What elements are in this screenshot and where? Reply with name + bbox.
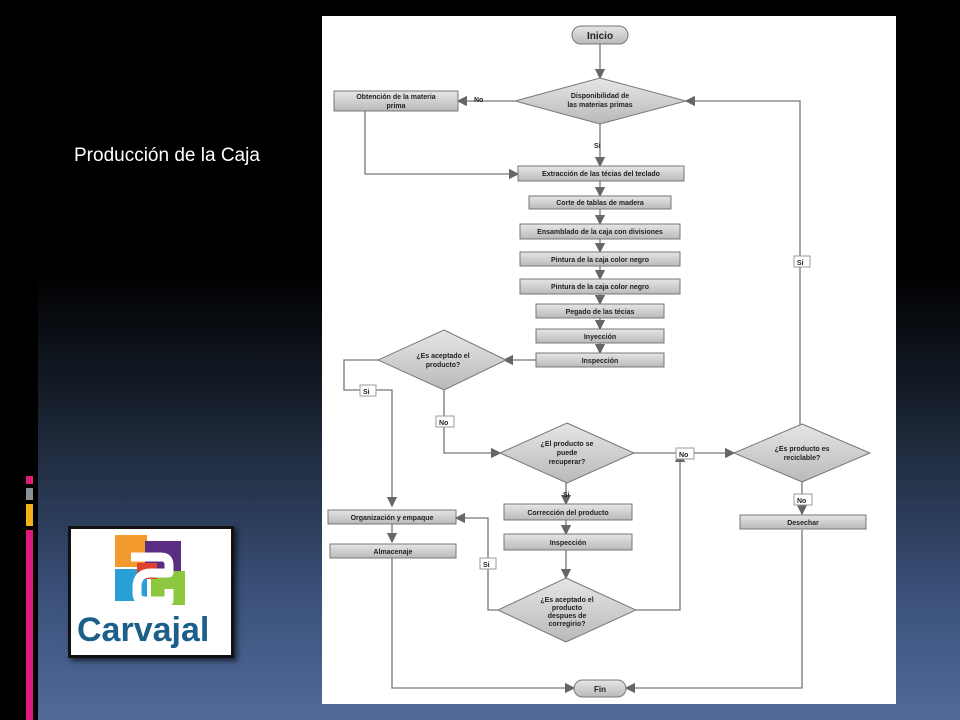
- svg-text:Si: Si: [363, 389, 370, 396]
- svg-text:No: No: [797, 498, 806, 505]
- deco-block-pink: [26, 476, 33, 484]
- svg-text:No: No: [679, 452, 688, 459]
- start-label: Inicio: [587, 31, 613, 42]
- label-no-aceptado: No: [435, 415, 455, 428]
- decision-materias: Disponibilidad de las materias primas: [513, 77, 688, 125]
- step-3: Ensamblado de la caja con divisiones: [519, 223, 681, 240]
- slide-title: Producción de la Caja: [74, 145, 260, 166]
- step-4-label: Pintura de la caja color negro: [551, 257, 649, 264]
- step-1: Extracción de las técias del teclado: [517, 165, 685, 182]
- deco-block-yellow: [26, 504, 33, 526]
- decision-aceptado-line1: ¿Es aceptado el: [416, 353, 469, 360]
- logo-wordmark: Carvajal: [77, 611, 209, 649]
- decision-aceptado: ¿Es aceptado el producto?: [376, 329, 508, 391]
- start-node: Inicio: [571, 25, 629, 45]
- flowchart-panel: Inicio Disponibilidad de las materias pr…: [322, 16, 896, 704]
- step-5-label: Pintura de la caja color negro: [551, 284, 649, 291]
- step-7: Inyección: [535, 328, 665, 344]
- step-6-label: Pegado de las técias: [566, 309, 635, 316]
- almacenaje-label: Almacenaje: [374, 549, 413, 556]
- step-7-label: Inyección: [584, 334, 616, 341]
- label-no-recuperar: No: [675, 447, 695, 460]
- desechar-box: Desechar: [739, 514, 867, 530]
- step-2: Corte de tablas de madera: [528, 195, 672, 210]
- decision-despues: ¿Es aceptado el producto despues de corr…: [496, 577, 638, 643]
- label-si-materias: Si: [594, 143, 601, 150]
- decision-materias-line1: Disponibilidad de: [571, 93, 629, 100]
- flowchart-svg: Inicio Disponibilidad de las materias pr…: [327, 25, 872, 698]
- logo-square-orange: [115, 535, 147, 567]
- decision-aceptado-line2: producto?: [426, 362, 461, 369]
- svg-text:Si: Si: [797, 260, 804, 267]
- carvajal-logo: Carvajal: [68, 526, 234, 658]
- decision-reciclable: ¿Es producto es reciclable?: [732, 423, 872, 483]
- deco-block-magenta: [26, 530, 33, 720]
- obtencion-line2: prima: [386, 103, 405, 110]
- decision-materias-line2: las materias primas: [567, 102, 632, 109]
- decision-despues-line2: producto: [552, 605, 582, 612]
- almacenaje-box: Almacenaje: [329, 543, 457, 559]
- decision-despues-line3: despues de: [548, 613, 587, 620]
- inspeccion2-label: Inspección: [550, 540, 587, 547]
- decision-reciclable-line2: reciclable?: [784, 455, 821, 462]
- step-8: Inspección: [535, 352, 665, 368]
- organizacion-box: Organización y empaque: [327, 509, 457, 525]
- label-no-reciclable: No: [793, 493, 813, 506]
- decision-recuperar-line2: puede: [557, 450, 578, 457]
- label-si-aceptado: Si: [359, 384, 377, 397]
- label-si-recuperar: Si: [563, 492, 570, 499]
- end-node: Fin: [573, 679, 627, 698]
- step-4: Pintura de la caja color negro: [519, 251, 681, 267]
- decision-recuperar: ¿El producto se puede recuperar?: [498, 422, 636, 484]
- step-1-label: Extracción de las técias del teclado: [542, 171, 660, 178]
- label-si-despues: Si: [479, 557, 497, 570]
- correccion-box: Corrección del producto: [503, 503, 633, 521]
- step-8-label: Inspección: [582, 358, 619, 365]
- obtencion-box: Obtención de la materia prima: [333, 90, 459, 112]
- inspeccion2-box: Inspección: [503, 533, 633, 551]
- decision-despues-line4: corregirio?: [549, 621, 586, 628]
- svg-text:Si: Si: [483, 562, 490, 569]
- connectors: [343, 44, 808, 694]
- decision-recuperar-line3: recuperar?: [549, 459, 586, 466]
- decision-despues-line1: ¿Es aceptado el: [540, 597, 593, 604]
- deco-block-gray: [26, 488, 33, 500]
- step-3-label: Ensamblado de la caja con divisiones: [537, 229, 663, 236]
- decision-recuperar-line1: ¿El producto se: [541, 441, 594, 448]
- desechar-label: Desechar: [787, 520, 819, 527]
- organizacion-label: Organización y empaque: [351, 515, 434, 522]
- obtencion-line1: Obtención de la materia: [356, 94, 435, 101]
- end-label: Fin: [594, 685, 606, 694]
- svg-text:No: No: [439, 420, 448, 427]
- step-5: Pintura de la caja color negro: [519, 278, 681, 295]
- decision-reciclable-line1: ¿Es producto es: [775, 446, 830, 453]
- label-si-reciclable: Si: [793, 255, 811, 268]
- correccion-label: Corrección del producto: [527, 510, 608, 517]
- logo-swoosh: [131, 552, 174, 606]
- step-2-label: Corte de tablas de madera: [556, 200, 644, 207]
- step-6: Pegado de las técias: [535, 303, 665, 319]
- label-no-materias: No: [474, 97, 483, 104]
